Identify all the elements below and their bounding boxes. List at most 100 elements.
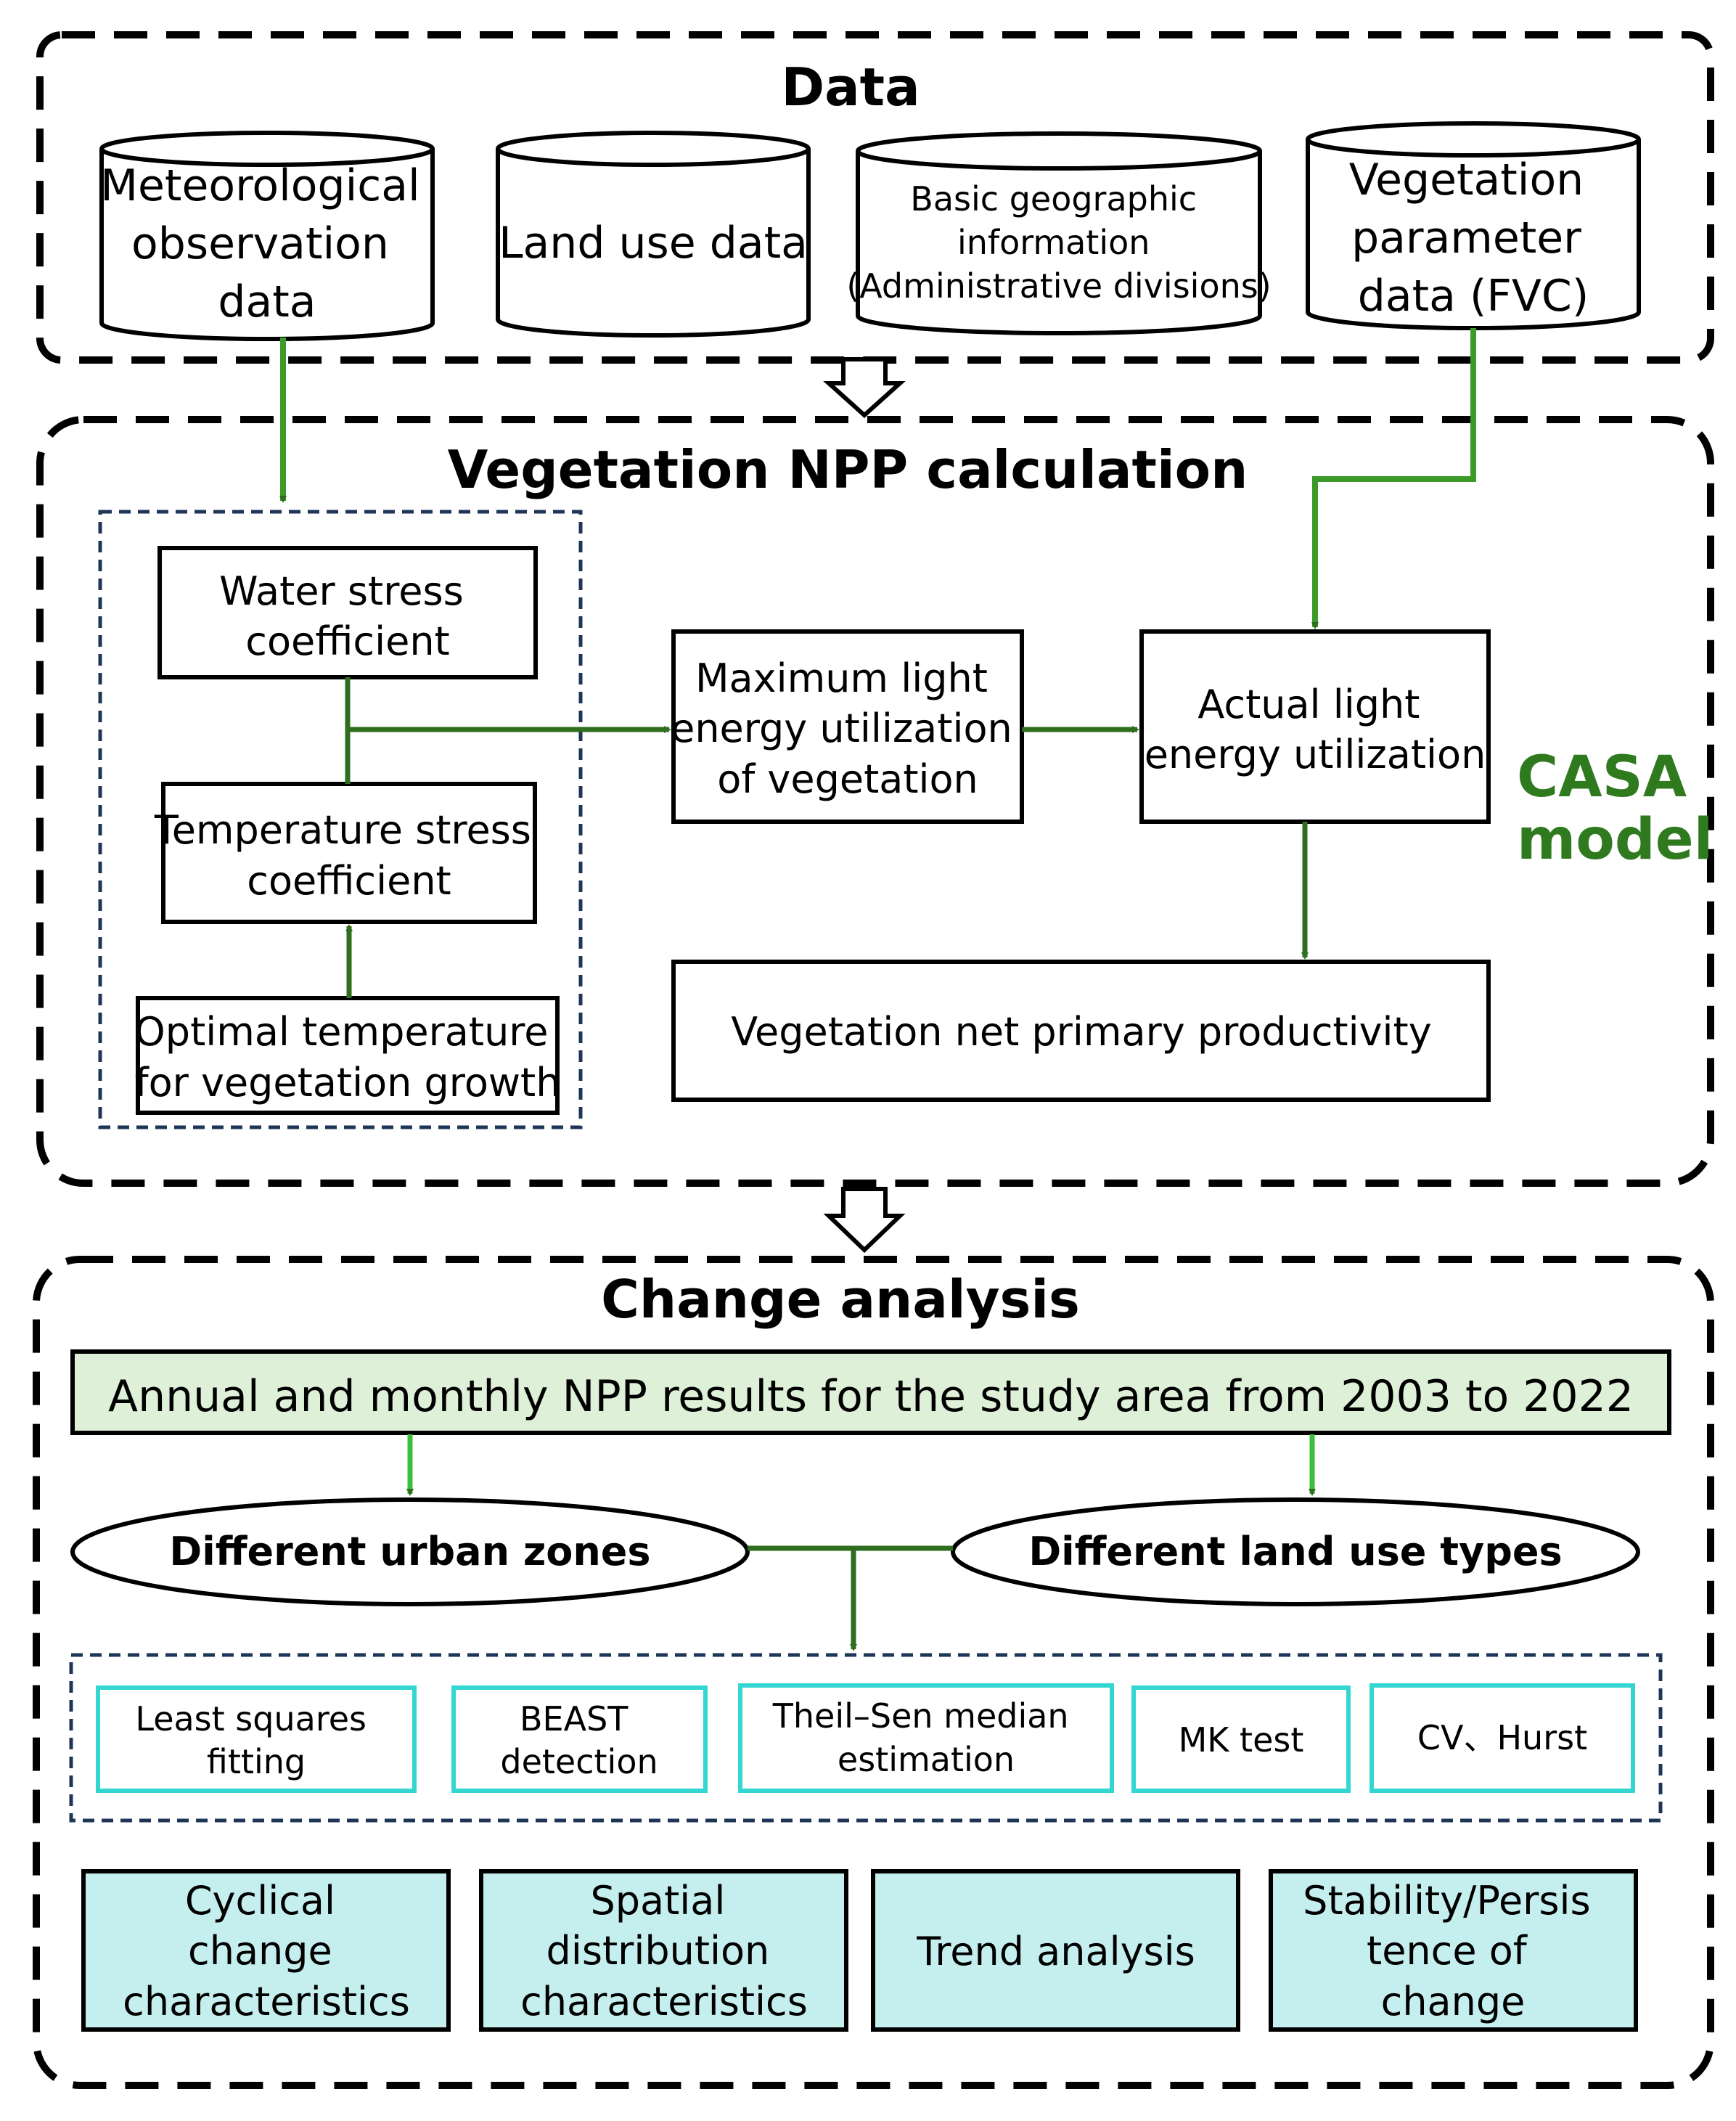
box-line: Temperature stress [154, 807, 531, 853]
box-line: Vegetation net primary productivity [731, 1009, 1431, 1055]
data-source-vegetation-parameter: Vegetation parameter data (FVC) [1306, 121, 1641, 330]
svg-text:Theil–Sen median estimat: Theil–Sen median estimation [772, 1696, 1079, 1779]
outcome-line: distribution [546, 1928, 770, 1974]
outcome-line: characteristics [123, 1979, 410, 2024]
arrow-fvc-to-actual-light [1311, 328, 1476, 629]
svg-text:Meteorological observati: Meteorological observation data [100, 160, 434, 327]
outcome-line: characteristics [520, 1979, 808, 2024]
land-use-types-ellipse: Different land use types [951, 1497, 1640, 1606]
method-line: detection [500, 1742, 658, 1781]
svg-text:MK test: MK test [1179, 1720, 1304, 1760]
box-line: Water stress [219, 568, 464, 614]
data-source-line: Meteorological [100, 160, 419, 211]
data-source-line: observation [131, 218, 389, 269]
outcome-trend: Trend analysis [871, 1869, 1240, 2032]
box-line: Actual light [1197, 682, 1420, 727]
data-source-meteorological: Meteorological observation data [99, 131, 435, 341]
method-line: BEAST [520, 1699, 629, 1738]
outcome-line: change [188, 1928, 332, 1974]
svg-text:Basic geographic informa: Basic geographic information (Administra… [846, 179, 1271, 306]
method-cv-hurst: CV、Hurst [1369, 1683, 1635, 1793]
data-source-land-use: Land use data [496, 131, 811, 338]
npp-connectors [345, 677, 1309, 998]
svg-text:Water stress coefficient: Water stress coefficient [219, 568, 476, 664]
annual-results-box: Annual and monthly NPP results for the s… [70, 1349, 1671, 1435]
data-source-line: information [957, 223, 1150, 262]
svg-text:Least squares fitting: Least squares fitting [135, 1699, 377, 1781]
method-line: Least squares [135, 1699, 367, 1738]
water-stress-box: Water stress coefficient [157, 546, 538, 679]
data-source-line: data (FVC) [1358, 271, 1589, 322]
data-source-line: Vegetation [1349, 155, 1584, 205]
outcome-spatial: Spatial distribution characteristics [479, 1869, 848, 2032]
annual-results-text: Annual and monthly NPP results for the s… [108, 1371, 1634, 1422]
method-line: Theil–Sen median [772, 1696, 1069, 1736]
grouping-label: Different urban zones [169, 1529, 650, 1574]
box-line: energy utilization [1145, 732, 1486, 777]
urban-zones-ellipse: Different urban zones [70, 1497, 750, 1606]
data-source-line: (Administrative divisions) [846, 266, 1271, 306]
svg-text:Cyclical change ch: Cyclical change characteristics [123, 1878, 410, 2024]
change-section-title: Change analysis [601, 1269, 1080, 1330]
method-line: MK test [1179, 1720, 1304, 1760]
npp-section-title: Vegetation NPP calculation [448, 439, 1248, 500]
svg-text:Optimal temperature for: Optimal temperature for vegetation growt… [134, 1009, 560, 1106]
box-line: Optimal temperature [134, 1009, 548, 1055]
casa-label-line: model [1517, 807, 1713, 872]
outcome-line: Spatial [590, 1878, 725, 1924]
svg-text:Land use data: Land use data [499, 218, 808, 269]
svg-text:BEAST detection: BEAST detection [500, 1699, 658, 1781]
svg-text:Trend analysis: Trend analysis [916, 1929, 1195, 1974]
outcome-line: Cyclical [185, 1878, 335, 1924]
box-line: energy utilization [671, 706, 1012, 751]
max-light-utilization-box: Maximum light energy utilization of vege… [671, 629, 1025, 824]
data-source-line: data [218, 277, 316, 327]
svg-text:Actual light energy util: Actual light energy utilization [1145, 682, 1486, 777]
method-line: estimation [838, 1740, 1015, 1779]
hollow-arrow-npp-to-change [823, 1187, 906, 1254]
svg-text:Vegetation net primary product: Vegetation net primary productivity [731, 1009, 1431, 1055]
box-line: of vegetation [717, 756, 978, 802]
npp-section-frame [36, 416, 1714, 1187]
outcome-stability: Stability/Persis tence of change [1269, 1869, 1638, 2032]
actual-light-utilization-box: Actual light energy utilization [1139, 629, 1491, 824]
svg-text:Maximum light energy uti: Maximum light energy utilization of vege… [671, 655, 1025, 802]
box-line: Maximum light [695, 655, 988, 701]
method-line: CV、Hurst [1417, 1718, 1587, 1757]
data-source-line: Basic geographic [910, 179, 1197, 218]
method-least-squares: Least squares fitting [96, 1685, 417, 1793]
methods-group [69, 1653, 1663, 1823]
casa-label-line: CASA [1517, 745, 1687, 810]
grouping-label: Different land use types [1028, 1529, 1562, 1574]
data-section-title: Data [781, 57, 920, 118]
optimal-temperature-box: Optimal temperature for vegetation growt… [134, 996, 560, 1115]
svg-text:Vegetation parameter: Vegetation parameter data (FVC) [1349, 155, 1598, 322]
svg-text:Spatial distribution: Spatial distribution characteristics [520, 1878, 808, 2024]
data-source-line: parameter [1351, 213, 1581, 263]
svg-text:CV、Hurst: CV、Hurst [1417, 1718, 1587, 1757]
outcome-line: Stability/Persis [1303, 1878, 1590, 1924]
change-connectors [406, 1434, 1316, 1651]
box-line: coefficient [245, 618, 449, 664]
method-theil-sen: Theil–Sen median estimation [738, 1683, 1114, 1793]
method-beast: BEAST detection [451, 1685, 708, 1793]
data-source-line: Land use data [499, 218, 808, 269]
method-line: fitting [207, 1742, 306, 1781]
temperature-stress-box: Temperature stress coefficient [154, 782, 544, 924]
box-line: for vegetation growth [135, 1060, 561, 1106]
change-section-frame [33, 1256, 1714, 2089]
outcome-line: Trend analysis [916, 1929, 1195, 1974]
data-source-geographic: Basic geographic information (Administra… [846, 131, 1272, 335]
box-line: coefficient [247, 858, 451, 904]
method-mk-test: MK test [1131, 1685, 1351, 1793]
svg-text:Temperature stress coeff: Temperature stress coefficient [154, 807, 544, 904]
casa-model-label: CASA model [1517, 745, 1713, 872]
svg-text:Stability/Persis tence o: Stability/Persis tence of change [1303, 1878, 1603, 2024]
outcome-line: tence of [1367, 1928, 1528, 1974]
outcome-line: change [1381, 1979, 1526, 2024]
data-connectors [279, 328, 1476, 629]
hollow-arrow-data-to-npp [823, 357, 906, 419]
outcome-cyclical: Cyclical change characteristics [81, 1869, 451, 2032]
npp-output-box: Vegetation net primary productivity [671, 960, 1491, 1102]
